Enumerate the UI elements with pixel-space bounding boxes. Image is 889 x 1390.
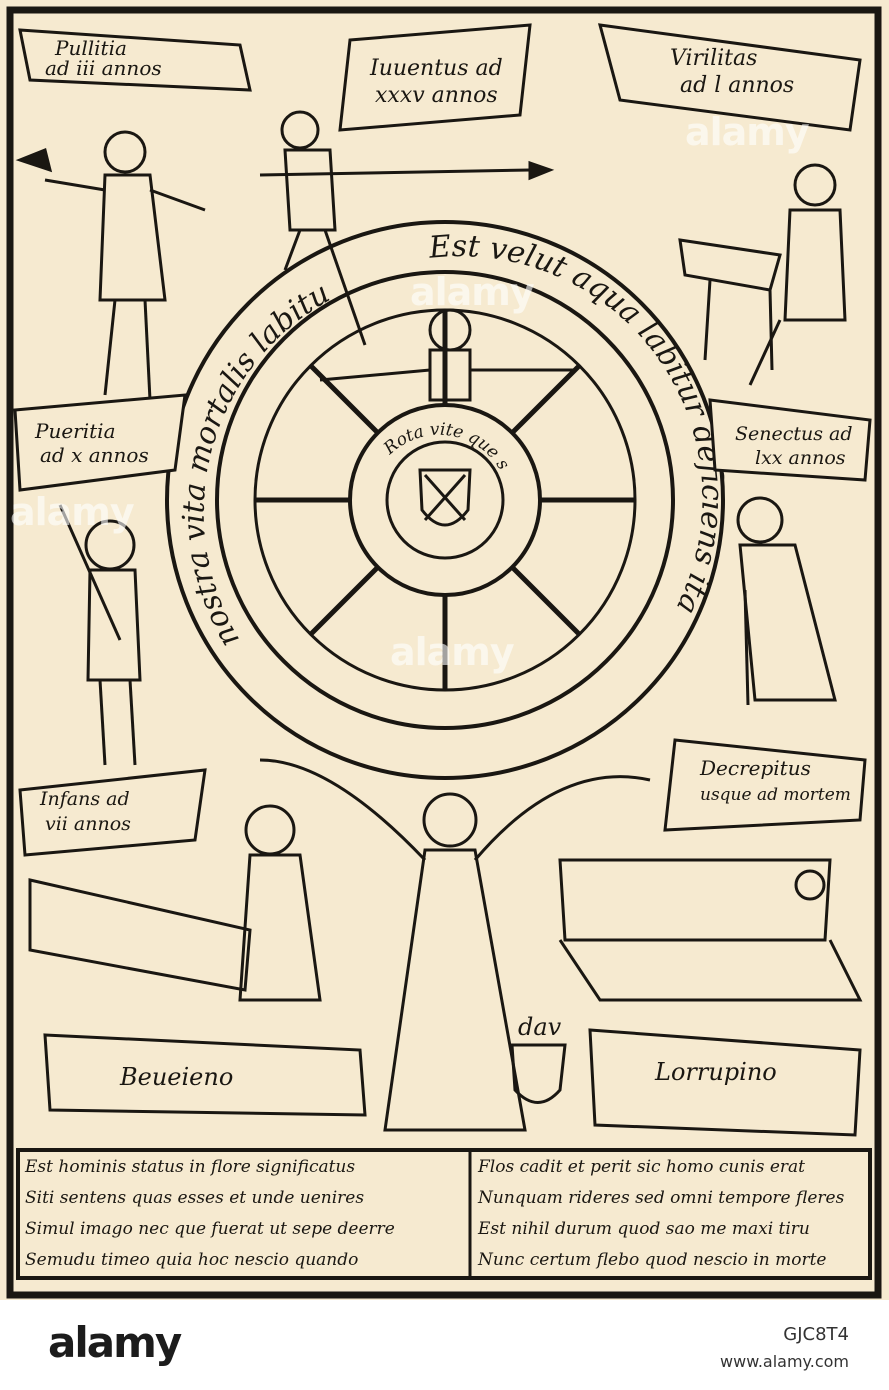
figures — [15, 110, 863, 1132]
watermark: alamy — [390, 630, 515, 674]
wheel-outer-inscription-left: nostra vita mortalis labitur — [0, 0, 336, 653]
watermark: alamy — [685, 110, 810, 154]
figure-man-with-spear — [259, 110, 555, 346]
banner-top-right-line1: Virilitas — [670, 46, 757, 71]
banner-mid-right-line1: Senectus ad — [735, 423, 853, 445]
banner-top-right-line2: ad l annos — [680, 73, 794, 98]
verse-right: Flos cadit et perit sic homo cunis erat … — [478, 1152, 844, 1276]
banner-top-center-line2: xxxv annos — [375, 83, 498, 108]
verse-right-line: Nunquam rideres sed omni tempore fleres — [478, 1188, 845, 1208]
watermark: alamy — [10, 490, 135, 534]
figure-child — [58, 504, 142, 766]
banner-labels: Pullitia ad iii annos Iuuentus ad xxxv a… — [34, 36, 853, 1091]
verse-left-line: Simul imago nec que fuerat ut sepe deerr… — [25, 1219, 395, 1239]
banner-bottom-right: Lorrupino — [654, 1058, 777, 1086]
figure-man-at-table — [678, 163, 847, 386]
verse-left-line: Siti sentens quas esses et unde uenires — [25, 1188, 365, 1208]
banners — [13, 23, 872, 1137]
banner-lower-right-line2: usque ad mortem — [700, 785, 851, 805]
artist-shield-icon — [510, 1043, 567, 1104]
verse-left-line: Semudu timeo quia hoc nescio quando — [25, 1250, 359, 1270]
figure-tomb — [558, 858, 863, 1002]
woodcut-print: Est velut aqua labitur deficiens ita nos… — [0, 0, 889, 1300]
figure-cradle — [28, 804, 322, 1002]
site-url[interactable]: www.alamy.com — [720, 1352, 849, 1371]
verse-left-line: Est hominis status in flore significatus — [25, 1157, 356, 1177]
verse-box — [16, 1148, 872, 1280]
print-frame — [6, 6, 882, 1299]
wheel-of-life — [165, 220, 725, 780]
banner-mid-right-line2: lxx annos — [755, 447, 846, 469]
stock-footer: alamy GJC8T4 www.alamy.com — [0, 1300, 889, 1390]
banner-top-left-line1: Pullitia — [54, 36, 127, 60]
banner-lower-left-line2: vii annos — [45, 813, 131, 835]
verse-right-line: Nunc certum flebo quod nescio in morte — [478, 1250, 827, 1270]
banner-top-left-line2: ad iii annos — [45, 56, 162, 80]
verse-right-line: Est nihil durum quod sao me maxi tiru — [478, 1219, 810, 1239]
verse-left: Est hominis status in flore significatus… — [25, 1152, 395, 1276]
figure-old-man — [736, 496, 837, 706]
woodcut-illustration: Est velut aqua labitur deficiens ita nos… — [0, 0, 882, 1299]
figure-man-on-wheel — [319, 308, 575, 402]
figure-youth-with-bird — [15, 130, 206, 401]
figure-angel — [259, 758, 651, 1132]
banner-mid-left-line2: ad x annos — [40, 443, 149, 467]
image-id: GJC8T4 — [783, 1324, 849, 1345]
verse-right-line: Flos cadit et perit sic homo cunis erat — [478, 1157, 806, 1177]
banner-lower-right-line1: Decrepitus — [699, 756, 811, 780]
banner-mid-left-line1: Pueritia — [34, 419, 116, 443]
alamy-logo[interactable]: alamy — [48, 1318, 182, 1367]
banner-lower-left-line1: Infans ad — [39, 788, 130, 810]
artist-mark: dav — [518, 1013, 562, 1041]
banner-top-center-line1: Iuuentus ad — [369, 56, 503, 81]
watermark: alamy — [410, 270, 535, 314]
banner-bottom-left: Beueieno — [119, 1063, 233, 1091]
